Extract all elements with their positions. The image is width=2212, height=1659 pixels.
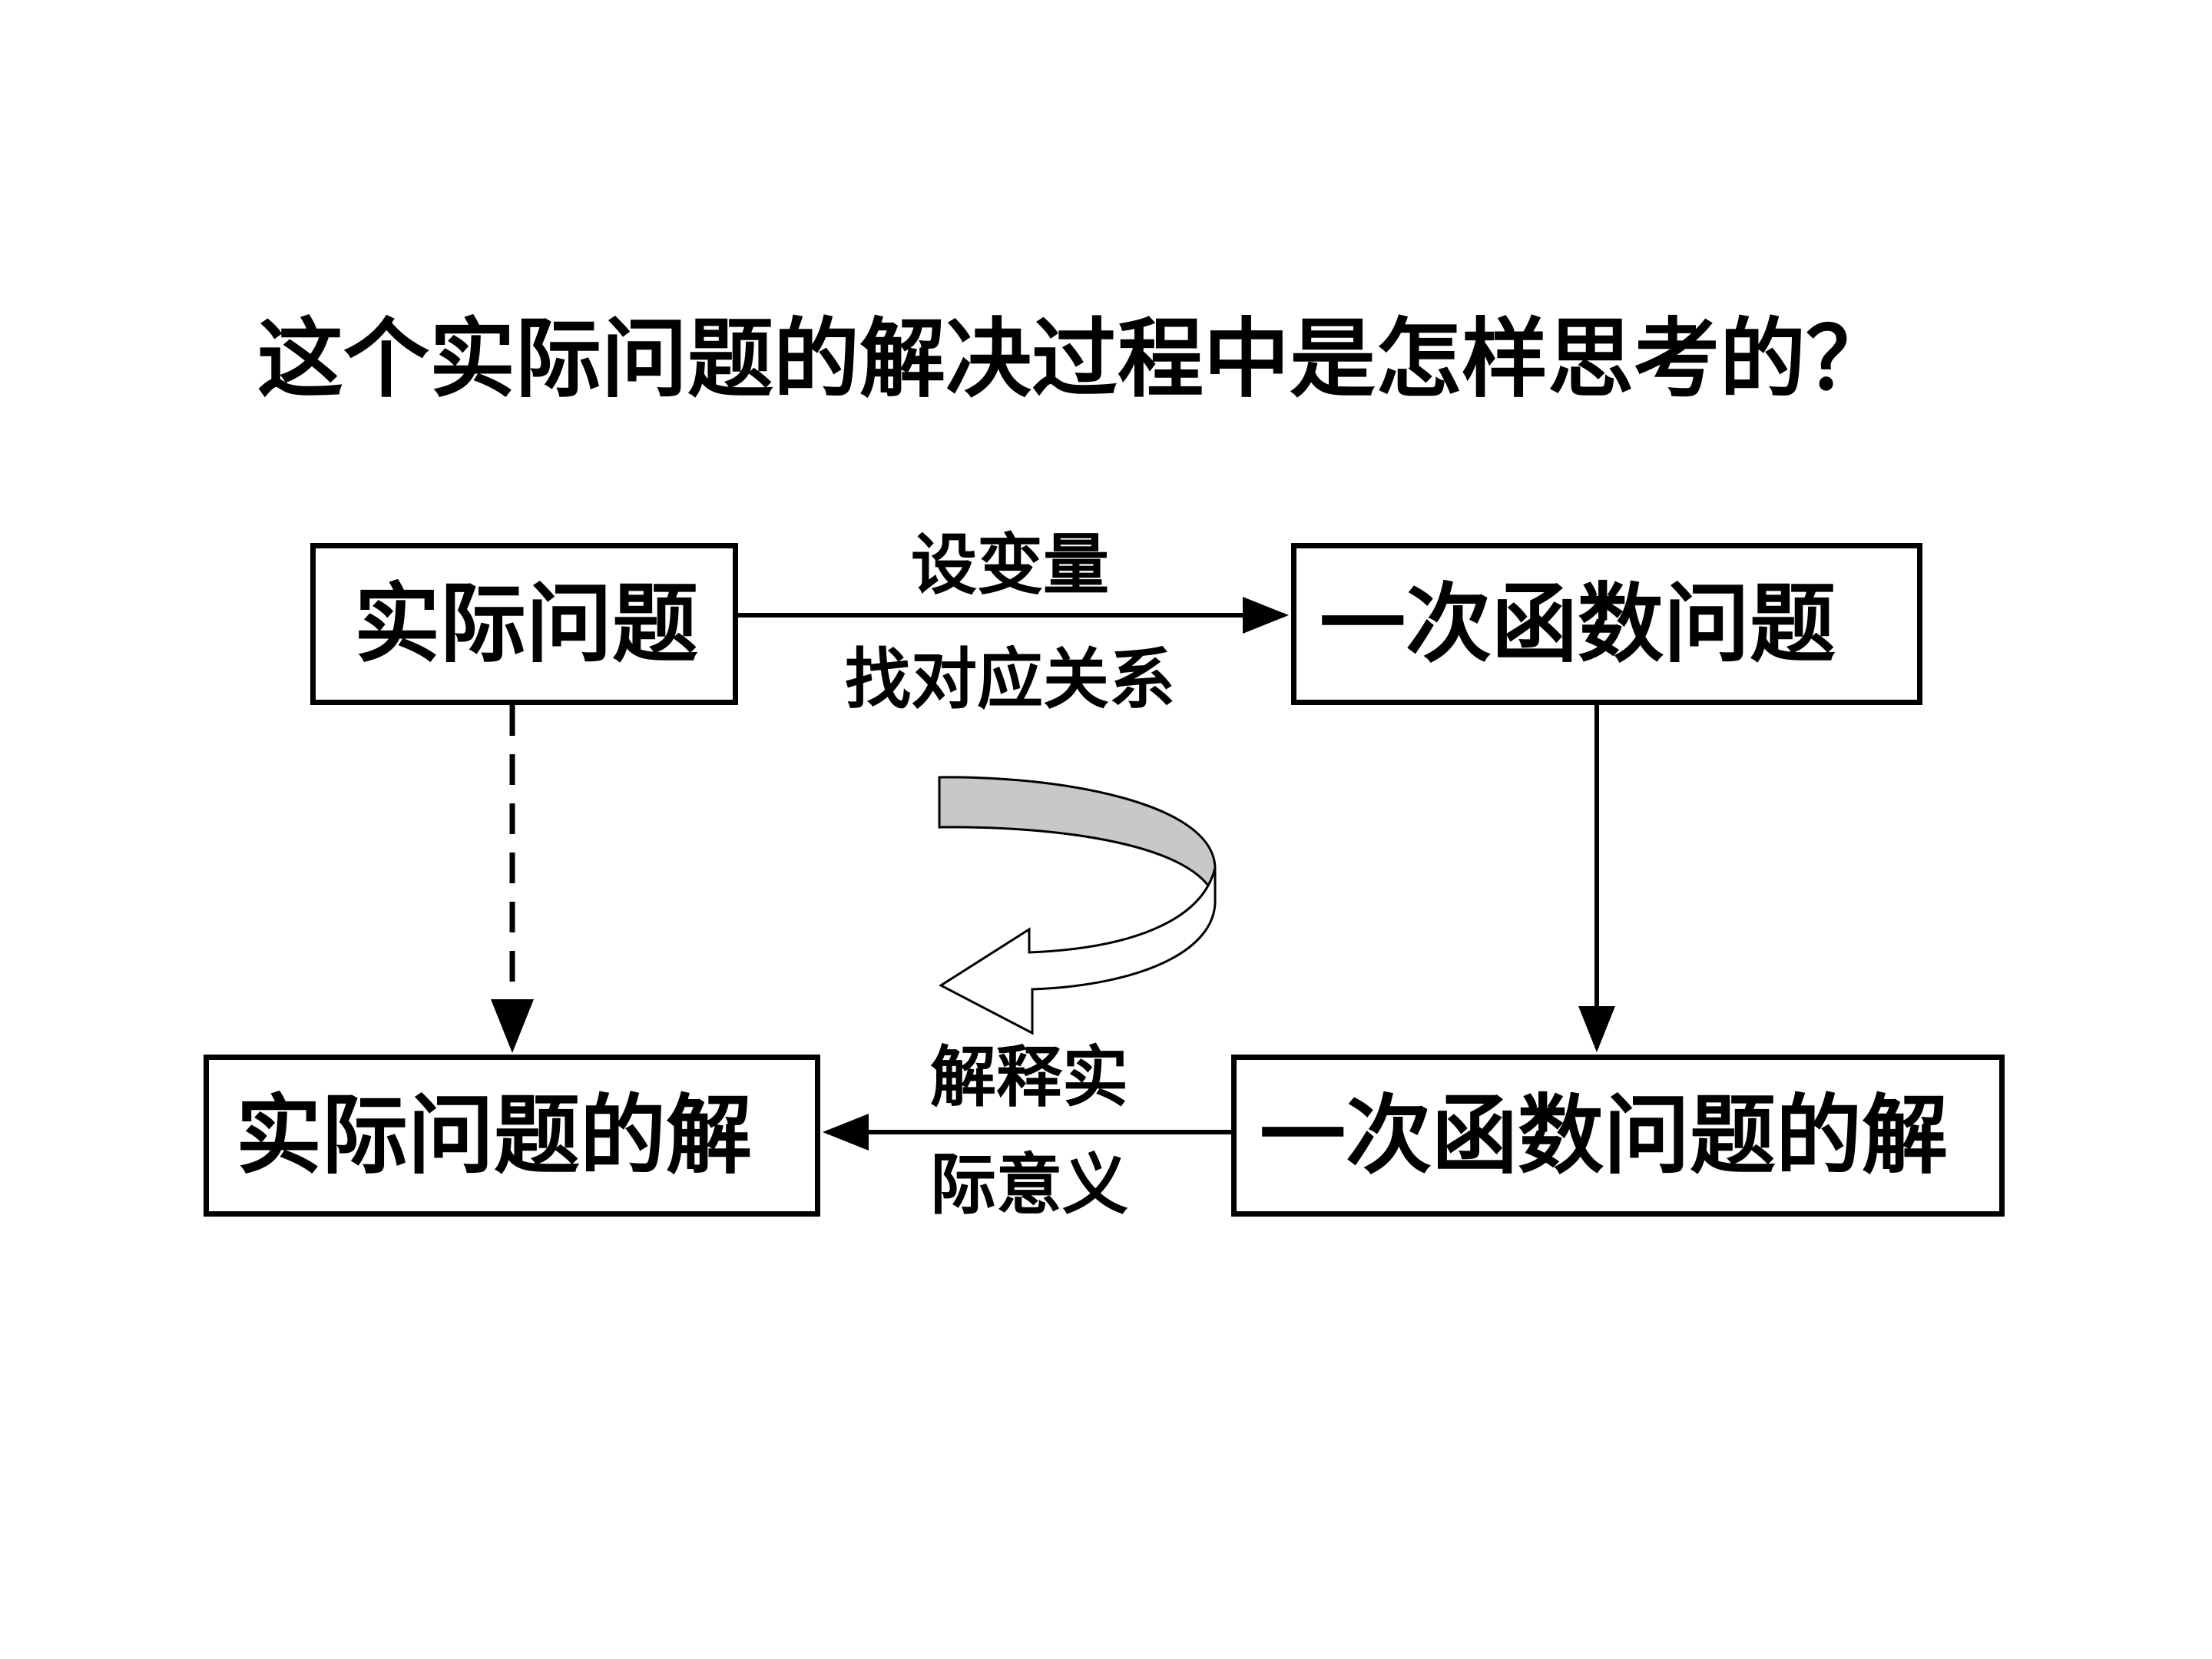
curved-arrow-icon [938,776,1217,1035]
node-linear-function-solution: 一次函数问题的解 [1231,1055,2005,1217]
node-label: 实际问题 [354,573,698,674]
edge-label-interpret-line2: 际意义 [930,1146,1128,1224]
page-title: 这个实际问题的解决过程中是怎样思考的？ [257,309,1892,409]
node-linear-function-problem: 一次函数问题 [1291,543,1922,705]
edge-label-interpret-line1: 解释实 [930,1038,1128,1116]
node-label: 一次函数问题的解 [1260,1084,1948,1186]
node-label: 一次函数问题 [1320,573,1836,674]
edge-label-find-relationship: 找对应关系 [845,641,1175,718]
node-practical-problem: 实际问题 [310,543,738,705]
node-practical-problem-solution: 实际问题的解 [204,1055,820,1217]
node-label: 实际问题的解 [236,1084,752,1186]
edge-label-set-variables: 设变量 [911,526,1109,604]
